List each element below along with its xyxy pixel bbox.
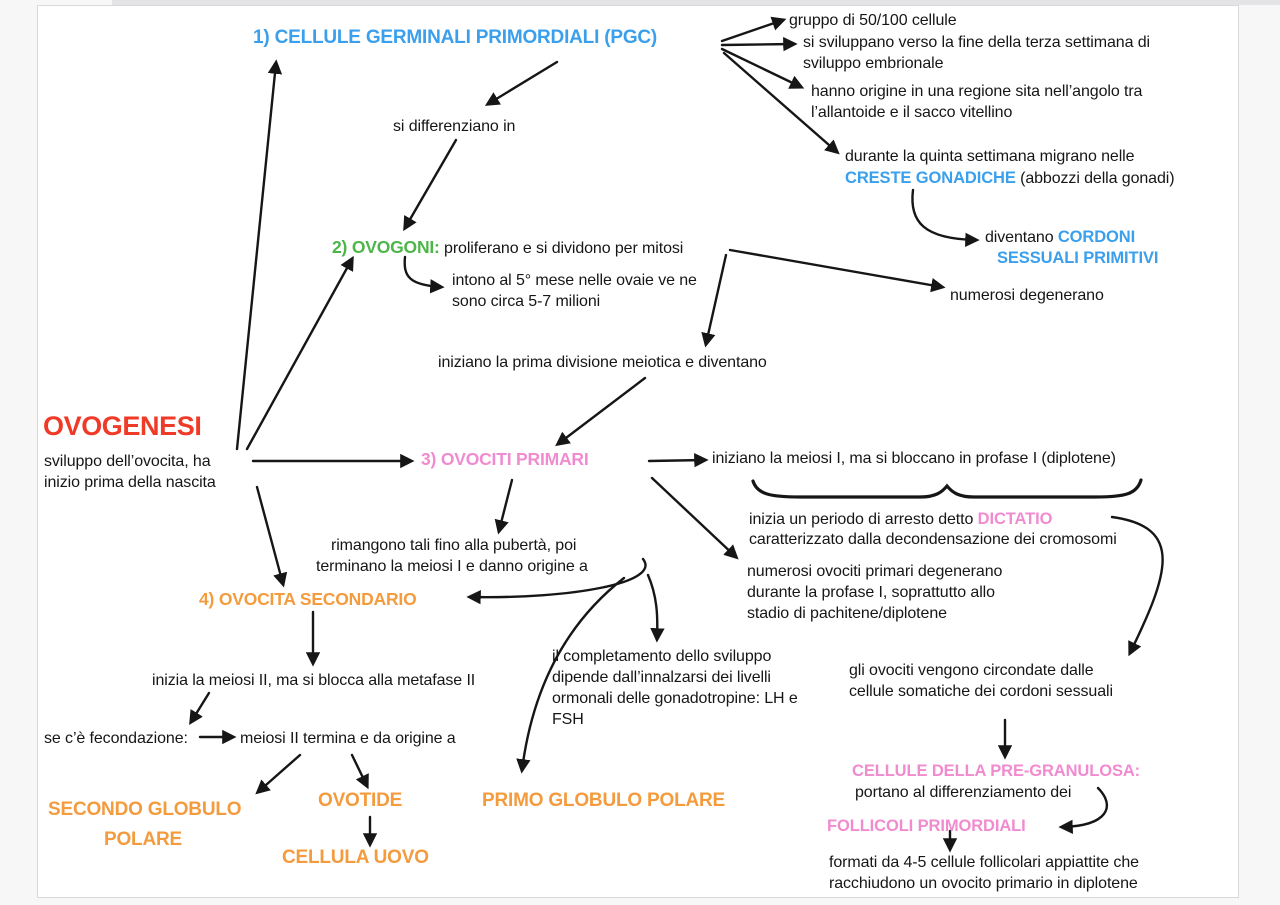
node-degenerano-profase-2: durante la profase I, soprattutto allo bbox=[747, 584, 995, 601]
node-dictatio-line1: inizia un periodo di arresto detto DICTA… bbox=[749, 509, 1052, 530]
node-cellula-uovo: CELLULA UOVO bbox=[282, 847, 429, 868]
node-pregranulosa-desc: portano al differenziamento dei bbox=[855, 784, 1072, 801]
node-circondate-2: cellule somatiche dei cordoni sessuali bbox=[849, 683, 1113, 700]
creste-gonadiche-label: CRESTE GONADICHE bbox=[845, 169, 1016, 187]
node-ovotide: OVOTIDE bbox=[318, 790, 403, 811]
node-fact-origine-2: l’allantoide e il sacco vitellino bbox=[811, 104, 1013, 121]
node-pregranulosa-title: CELLULE DELLA PRE-GRANULOSA: bbox=[852, 762, 1141, 780]
node-fact-migrazione-2: CRESTE GONADICHE (abbozzi della gonadi) bbox=[845, 168, 1175, 189]
node-cordoni-line2: SESSUALI PRIMITIVI bbox=[997, 249, 1159, 267]
node-meiosi2: inizia la meiosi II, ma si blocca alla m… bbox=[152, 672, 476, 689]
node-numerosi-degenerano: numerosi degenerano bbox=[950, 287, 1104, 304]
node-quinto-mese-2: sono circa 5-7 milioni bbox=[452, 293, 601, 310]
node-meiosi1: iniziano la meiosi I, ma si bloccano in … bbox=[712, 450, 1116, 467]
node-fecondazione: se c’è fecondazione: bbox=[44, 730, 188, 747]
ovogoni-desc: proliferano e si dividono per mitosi bbox=[444, 240, 684, 257]
node-ovociti-primari-title: 3) OVOCITI PRIMARI bbox=[421, 449, 589, 469]
node-ovogoni: 2) OVOGONI: proliferano e si dividono pe… bbox=[332, 237, 683, 259]
node-fact-origine-1: hanno origine in una regione sita nell’a… bbox=[811, 83, 1143, 100]
window-top-edge bbox=[112, 0, 1280, 5]
creste-gonadiche-note: (abbozzi della gonadi) bbox=[1020, 170, 1175, 187]
node-prima-divisione: iniziano la prima divisione meiotica e d… bbox=[438, 354, 767, 371]
node-primo-globulo: PRIMO GLOBULO POLARE bbox=[482, 790, 726, 811]
node-rimangono-2: terminano la meiosi I e danno origine a bbox=[316, 558, 588, 575]
diventano-label: diventano bbox=[985, 229, 1054, 246]
node-formati-1: formati da 4-5 cellule follicolari appia… bbox=[829, 854, 1139, 871]
node-secondo-globulo-1: SECONDO GLOBULO bbox=[48, 799, 242, 820]
ovogoni-title: 2) OVOGONI: bbox=[332, 237, 440, 257]
node-secondo-globulo-2: POLARE bbox=[104, 829, 182, 850]
node-fact-sviluppano-1: si sviluppano verso la fine della terza … bbox=[803, 34, 1150, 51]
node-dictatio-line2: caratterizzato dalla decondensazione dei… bbox=[749, 531, 1117, 548]
node-completamento-2: dipende dall’innalzarsi dei livelli bbox=[552, 669, 771, 686]
node-si-differenziano: si differenziano in bbox=[393, 118, 516, 135]
node-meiosi2-termina: meiosi II termina e da origine a bbox=[240, 730, 456, 747]
node-ovocita-secondario-title: 4) OVOCITA SECONDARIO bbox=[199, 589, 417, 609]
cordoni-label: CORDONI bbox=[1057, 228, 1136, 246]
node-fact-gruppo: gruppo di 50/100 cellule bbox=[789, 12, 957, 29]
node-degenerano-profase-1: numerosi ovociti primari degenerano bbox=[747, 563, 1003, 580]
node-fact-sviluppano-2: sviluppo embrionale bbox=[803, 55, 944, 72]
node-cordoni-line1: diventano CORDONI bbox=[985, 227, 1135, 248]
node-quinto-mese-1: intono al 5° mese nelle ovaie ve ne bbox=[452, 272, 697, 289]
node-completamento-3: ormonali delle gonadotropine: LH e bbox=[552, 690, 798, 707]
node-fact-migrazione-1: durante la quinta settimana migrano nell… bbox=[845, 148, 1135, 165]
node-follicoli-title: FOLLICOLI PRIMORDIALI bbox=[827, 817, 1026, 835]
dictatio-label: DICTATIO bbox=[977, 510, 1053, 528]
node-completamento-4: FSH bbox=[552, 711, 584, 728]
node-rimangono-1: rimangono tali fino alla pubertà, poi bbox=[331, 537, 577, 554]
node-completamento-1: il completamento dello sviluppo bbox=[552, 648, 772, 665]
dictatio-pre: inizia un periodo di arresto detto bbox=[749, 511, 974, 528]
node-formati-2: racchiudono un ovocito primario in diplo… bbox=[829, 875, 1138, 892]
node-ovogenesi-sub-1: sviluppo dell’ovocita, ha bbox=[44, 453, 211, 470]
node-pgc-title: 1) CELLULE GERMINALI PRIMORDIALI (PGC) bbox=[253, 27, 658, 48]
node-ovogenesi-sub-2: inizio prima della nascita bbox=[44, 474, 216, 491]
node-degenerano-profase-3: stadio di pachitene/diplotene bbox=[747, 605, 947, 622]
node-circondate-1: gli ovociti vengono circondate dalle bbox=[849, 662, 1094, 679]
node-ovogenesi-title: OVOGENESI bbox=[43, 411, 202, 441]
